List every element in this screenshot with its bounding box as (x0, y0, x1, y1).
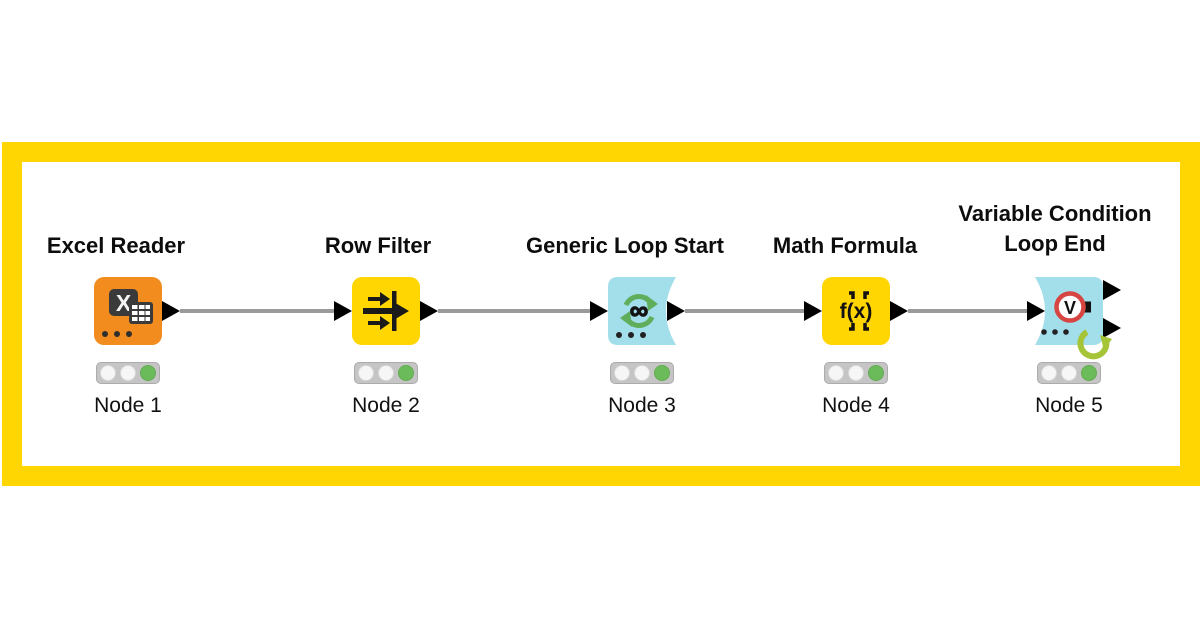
node-title-row-filter: Row Filter (324, 233, 432, 258)
node-generic-loop-start[interactable]: ∞ (608, 277, 676, 345)
connection-3-4[interactable] (685, 309, 804, 313)
status-light (358, 365, 374, 381)
output-port-top-node5[interactable] (1103, 280, 1121, 300)
connection-1-2[interactable] (180, 309, 334, 313)
input-port-node3[interactable] (590, 301, 608, 321)
status-light (1081, 365, 1097, 381)
status-light (654, 365, 670, 381)
node-label-2[interactable]: Node 2 (352, 394, 420, 417)
output-port-bottom-node5[interactable] (1103, 318, 1121, 338)
status-light (614, 365, 630, 381)
node-label-3[interactable]: Node 3 (608, 394, 676, 417)
fx-glyph: f(x) (840, 300, 873, 323)
node-label-4[interactable]: Node 4 (822, 394, 890, 417)
node-row-filter[interactable] (352, 277, 420, 345)
input-port-node4[interactable] (804, 301, 822, 321)
excel-reader-icon: X (94, 277, 162, 345)
node-label-1[interactable]: Node 1 (94, 394, 162, 417)
status-traffic-light-node2 (354, 362, 418, 384)
output-port-node1[interactable] (162, 301, 180, 321)
row-filter-icon (352, 277, 420, 345)
status-light (828, 365, 844, 381)
input-port-node2[interactable] (334, 301, 352, 321)
node-dots-icon (1041, 329, 1069, 335)
input-port-node5[interactable] (1027, 301, 1045, 321)
status-light (634, 365, 650, 381)
status-light (120, 365, 136, 381)
v-glyph: V (1064, 298, 1076, 318)
loopback-arrow-icon (1077, 329, 1112, 360)
node-dots-icon (616, 332, 646, 338)
node-variable-condition-loop-end[interactable]: V (1035, 277, 1103, 345)
status-light (1041, 365, 1057, 381)
connection-4-5[interactable] (908, 309, 1027, 313)
node-label-5[interactable]: Node 5 (1035, 394, 1103, 417)
status-light (100, 365, 116, 381)
node-title-generic-loop-start: Generic Loop Start (525, 233, 725, 258)
node-dots-icon (102, 331, 132, 337)
status-light (398, 365, 414, 381)
status-light (140, 365, 156, 381)
infinity-glyph: ∞ (630, 295, 649, 325)
status-traffic-light-node5 (1037, 362, 1101, 384)
status-traffic-light-node3 (610, 362, 674, 384)
node-excel-reader[interactable]: X (94, 277, 162, 345)
excel-x-glyph: X (116, 290, 132, 316)
node-math-formula[interactable]: f(x) (822, 277, 890, 345)
math-formula-icon: f(x) (822, 277, 890, 345)
variable-condition-loop-end-icon: V (1035, 277, 1103, 345)
status-light (868, 365, 884, 381)
status-traffic-light-node1 (96, 362, 160, 384)
status-light (1061, 365, 1077, 381)
output-port-node3[interactable] (667, 301, 685, 321)
status-traffic-light-node4 (824, 362, 888, 384)
generic-loop-start-icon: ∞ (608, 277, 676, 345)
brace-hooks-icon (849, 291, 869, 331)
node-title-excel-reader: Excel Reader (46, 233, 186, 258)
status-light (378, 365, 394, 381)
connection-2-3[interactable] (438, 309, 590, 313)
status-light (848, 365, 864, 381)
node-title-math-formula: Math Formula (772, 233, 918, 258)
output-port-node4[interactable] (890, 301, 908, 321)
node-title-variable-condition-loop-end: Variable Condition Loop End (958, 201, 1152, 256)
yellow-frame (2, 142, 1200, 486)
output-port-node2[interactable] (420, 301, 438, 321)
